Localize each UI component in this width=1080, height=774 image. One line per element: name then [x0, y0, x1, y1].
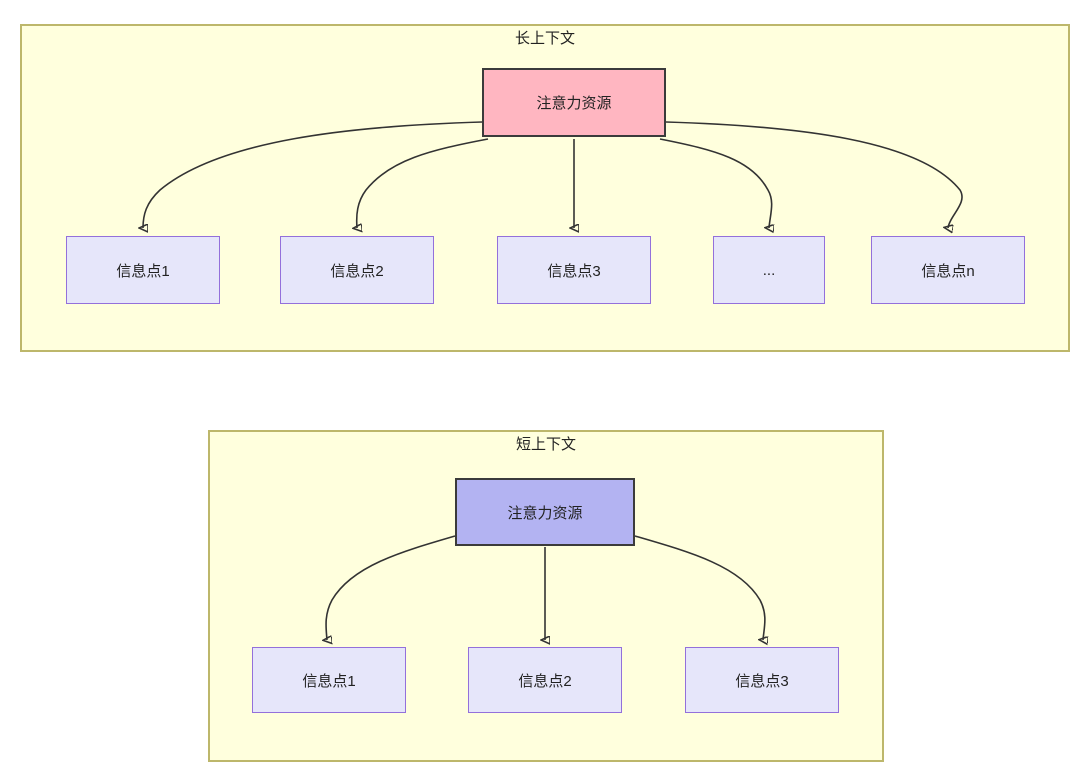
- node-info-long-1-label: 信息点1: [116, 262, 170, 280]
- node-info-long-ellipsis-label: ...: [762, 261, 776, 279]
- node-info-long-ellipsis[interactable]: ...: [713, 236, 825, 304]
- node-info-long-3[interactable]: 信息点3: [497, 236, 651, 304]
- node-info-long-n-label: 信息点n: [921, 262, 975, 280]
- node-attention-resource-long[interactable]: 注意力资源: [482, 68, 666, 137]
- group-long-context-title: 长上下文: [514, 30, 575, 47]
- group-short-context-title: 短上下文: [515, 436, 576, 453]
- node-info-short-2[interactable]: 信息点2: [468, 647, 622, 713]
- node-info-short-3-label: 信息点3: [735, 672, 789, 690]
- node-info-long-3-label: 信息点3: [547, 262, 601, 280]
- node-info-long-n[interactable]: 信息点n: [871, 236, 1025, 304]
- node-attention-resource-short[interactable]: 注意力资源: [455, 478, 635, 546]
- node-attention-resource-long-label: 注意力资源: [536, 95, 612, 112]
- node-info-short-1-label: 信息点1: [302, 672, 356, 690]
- node-info-short-3[interactable]: 信息点3: [685, 647, 839, 713]
- node-info-long-2[interactable]: 信息点2: [280, 236, 434, 304]
- node-info-short-2-label: 信息点2: [518, 672, 572, 690]
- node-attention-resource-short-label: 注意力资源: [507, 504, 583, 522]
- node-info-long-2-label: 信息点2: [330, 262, 384, 280]
- node-info-long-1[interactable]: 信息点1: [66, 236, 220, 304]
- node-info-short-1[interactable]: 信息点1: [252, 647, 406, 713]
